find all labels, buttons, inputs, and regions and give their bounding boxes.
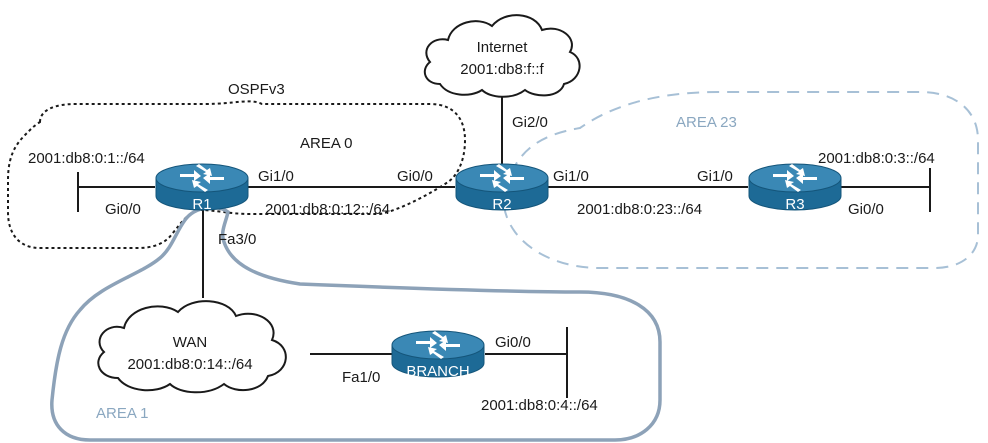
router-r3[interactable]: R3 [748,163,842,213]
r2-gi0-0-label: Gi0/0 [397,168,433,185]
internet-cloud-shape [423,14,581,98]
r1-gi0-0-label: Gi0/0 [105,201,141,218]
router-r2[interactable]: R2 [455,163,549,213]
area1-boundary [50,205,662,442]
area23-label: AREA 23 [676,114,737,131]
area1-label: AREA 1 [96,405,149,422]
branch-gi0-0-label: Gi0/0 [495,334,531,351]
router-r3-label: R3 [785,196,804,213]
r1-gi1-0-label: Gi1/0 [258,168,294,185]
r1-fa3-0-label: Fa3/0 [218,231,256,248]
r3-gi1-0-label: Gi1/0 [697,168,733,185]
r3-gi0-0-label: Gi0/0 [848,201,884,218]
r1-r2-prefix: 2001:db8:0:12::/64 [265,201,390,218]
internet-cloud-prefix: 2001:db8:f::f [460,61,544,78]
router-r1-label: R1 [192,196,211,213]
area23-boundary [502,91,979,269]
area0-label: AREA 0 [300,135,353,152]
r3-lan-prefix: 2001:db8:0:3::/64 [818,150,935,167]
r2-gi1-0-label: Gi1/0 [553,168,589,185]
router-branch-label: BRANCH [406,363,469,380]
router-branch[interactable]: BRANCH [391,330,485,380]
wan-cloud-prefix: 2001:db8:0:14::/64 [127,356,252,373]
wan-cloud-shape [97,300,287,394]
r2-gi2-0-label: Gi2/0 [512,114,548,131]
branch-fa1-0-label: Fa1/0 [342,369,380,386]
protocol-label: OSPFv3 [228,81,285,98]
branch-lan-prefix: 2001:db8:0:4::/64 [481,397,598,414]
internet-cloud-name: Internet [477,39,529,56]
router-r1[interactable]: R1 [155,163,249,213]
links [77,95,931,398]
r2-r3-prefix: 2001:db8:0:23::/64 [577,201,702,218]
r1-lan-prefix: 2001:db8:0:1::/64 [28,150,145,167]
wan-cloud-name: WAN [173,334,207,351]
router-r2-label: R2 [492,196,511,213]
